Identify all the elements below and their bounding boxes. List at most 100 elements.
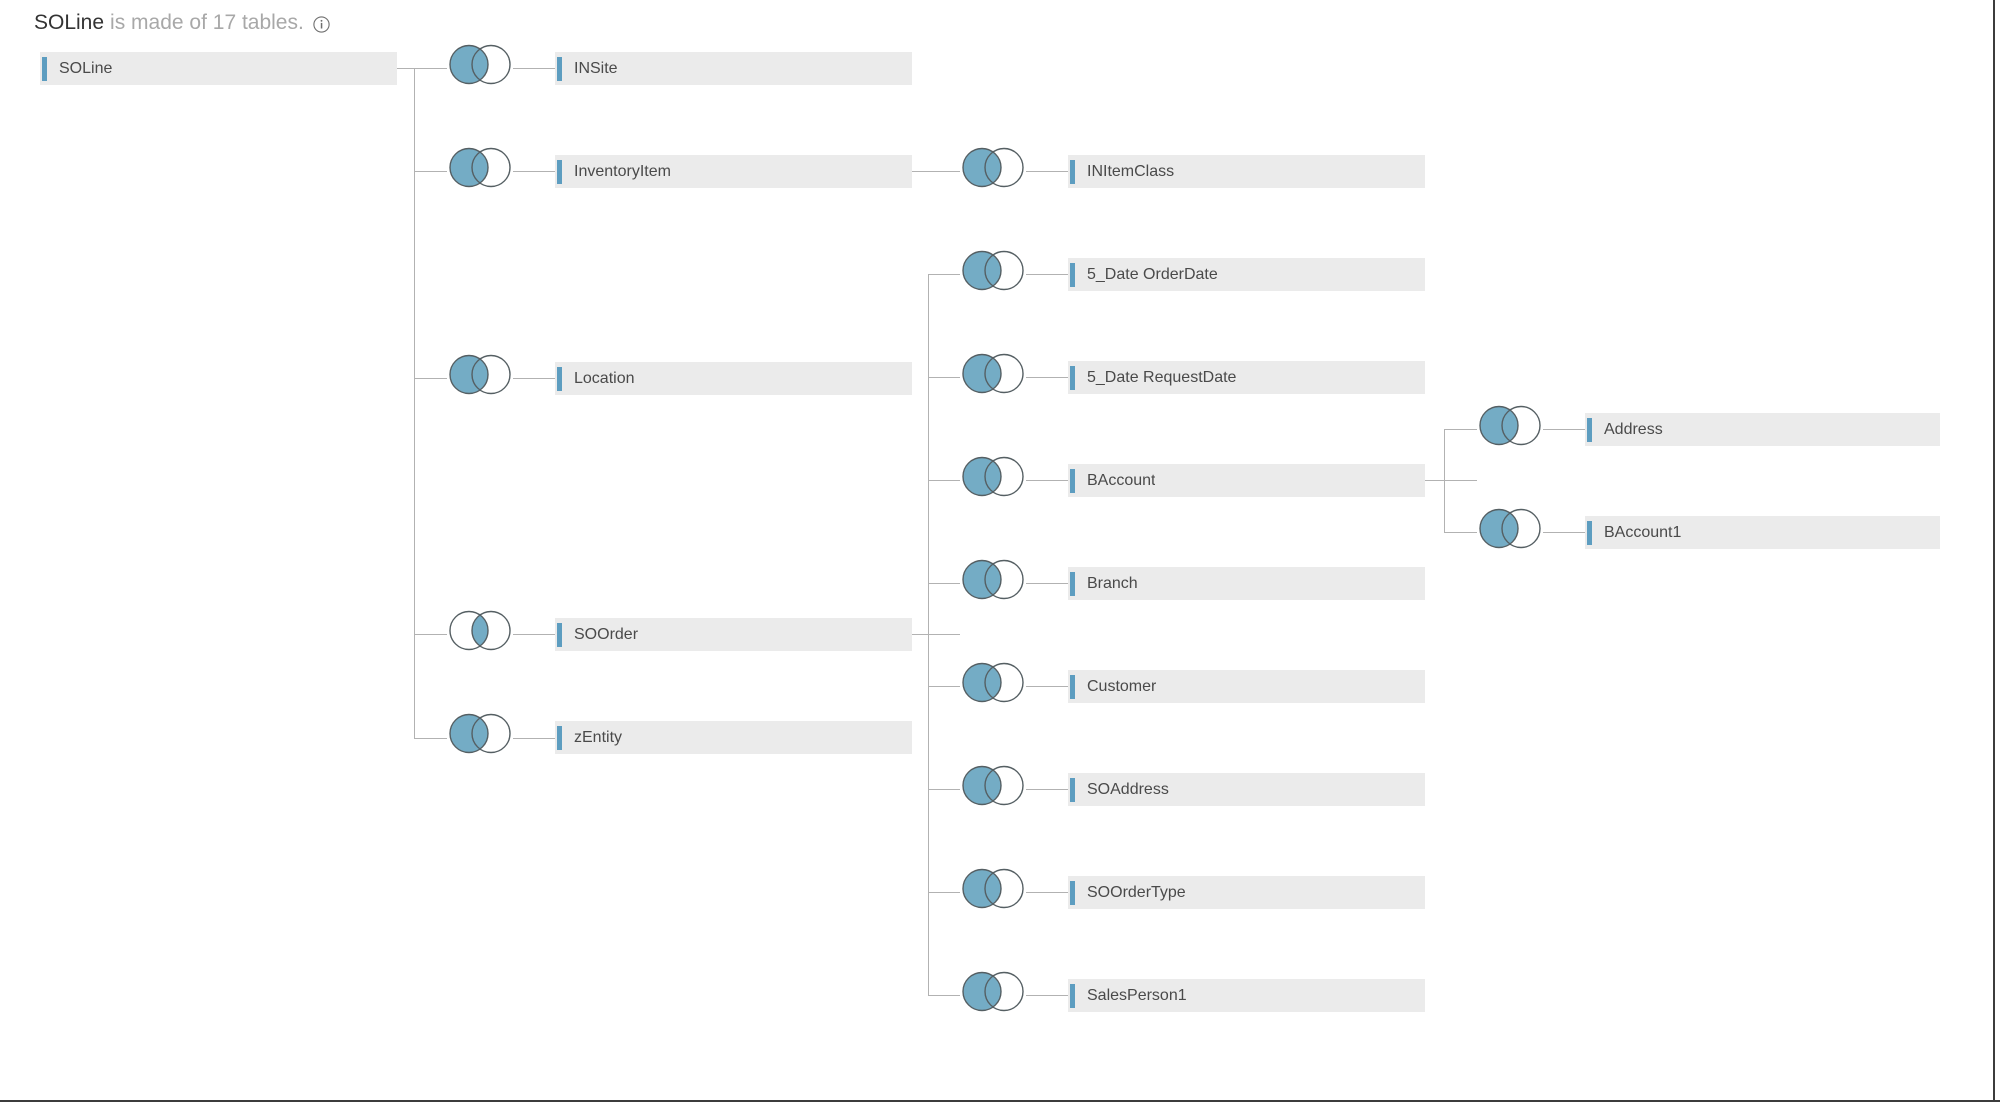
connector-trunk-middle xyxy=(928,274,929,996)
root-table-name: SOLine xyxy=(34,11,105,34)
connector-branch-zentity xyxy=(414,738,447,739)
connector-branch-inventoryitem xyxy=(414,171,447,172)
left-join-icon[interactable] xyxy=(447,41,513,88)
pill-accent-bar xyxy=(42,56,47,81)
table-node[interactable]: 5_Date OrderDate xyxy=(1068,258,1425,291)
connector-soorder-stub xyxy=(912,634,960,635)
table-node-label: SOAddress xyxy=(1087,780,1169,798)
left-join-icon[interactable] xyxy=(960,247,1026,294)
left-join-icon[interactable] xyxy=(960,556,1026,603)
left-join-icon[interactable] xyxy=(447,351,513,398)
connector-baccount-stub xyxy=(1425,480,1477,481)
pill-accent-bar xyxy=(557,366,562,391)
connector-branch-branch xyxy=(928,583,960,584)
table-node-label: zEntity xyxy=(574,728,623,746)
table-node-label: INItemClass xyxy=(1087,162,1175,180)
table-node[interactable]: INItemClass xyxy=(1068,155,1425,188)
left-join-icon[interactable] xyxy=(1477,402,1543,449)
left-join-icon[interactable] xyxy=(960,453,1026,500)
table-node[interactable]: BAccount1 xyxy=(1585,516,1940,549)
table-node[interactable]: zEntity xyxy=(555,721,912,754)
connector-branch-address xyxy=(1444,429,1477,430)
connector-link-baccount xyxy=(1026,480,1068,481)
left-join-icon[interactable] xyxy=(960,144,1026,191)
connector-trunk-right xyxy=(1444,429,1445,533)
table-node[interactable]: SOAddress xyxy=(1068,773,1425,806)
pill-accent-bar xyxy=(1587,520,1592,545)
pill-accent-bar xyxy=(1070,468,1075,493)
connector-link-branch xyxy=(1026,583,1068,584)
table-node[interactable]: 5_Date RequestDate xyxy=(1068,361,1425,394)
connector-branch-orderdate xyxy=(928,274,960,275)
table-node-label: SOLine xyxy=(59,59,113,77)
pill-accent-bar xyxy=(1587,417,1592,442)
table-node[interactable]: InventoryItem xyxy=(555,155,912,188)
connector-link-orderdate xyxy=(1026,274,1068,275)
connector-branch-salesperson1 xyxy=(928,995,960,996)
pill-accent-bar xyxy=(1070,777,1075,802)
table-node[interactable]: SOOrderType xyxy=(1068,876,1425,909)
pill-accent-bar xyxy=(557,725,562,750)
panel-right-border xyxy=(1993,0,1995,1102)
table-node-label: BAccount xyxy=(1087,471,1156,489)
connector-link-address xyxy=(1543,429,1585,430)
left-join-icon[interactable] xyxy=(447,710,513,757)
connector-branch-soorder xyxy=(414,634,447,635)
table-node[interactable]: Location xyxy=(555,362,912,395)
connector-link-customer xyxy=(1026,686,1068,687)
table-node[interactable]: SOOrder xyxy=(555,618,912,651)
connector-link-soordertype xyxy=(1026,892,1068,893)
table-node[interactable]: Customer xyxy=(1068,670,1425,703)
connector-link-baccount1 xyxy=(1543,532,1585,533)
pill-accent-bar xyxy=(1070,571,1075,596)
connector-link-insite xyxy=(513,68,555,69)
pill-accent-bar xyxy=(1070,674,1075,699)
table-node[interactable]: Address xyxy=(1585,413,1940,446)
table-node[interactable]: Branch xyxy=(1068,567,1425,600)
table-node-label: 5_Date OrderDate xyxy=(1087,265,1218,283)
left-join-icon[interactable] xyxy=(447,144,513,191)
table-node-label: Customer xyxy=(1087,677,1157,695)
table-node-label: SalesPerson1 xyxy=(1087,986,1187,1004)
connector-link-initemclass xyxy=(1026,171,1068,172)
table-node-label: InventoryItem xyxy=(574,162,671,180)
connector-inventoryitem-to-initemclass xyxy=(912,171,960,172)
pill-accent-bar xyxy=(1070,262,1075,287)
left-join-icon[interactable] xyxy=(960,968,1026,1015)
table-node[interactable]: SalesPerson1 xyxy=(1068,979,1425,1012)
left-join-icon[interactable] xyxy=(960,865,1026,912)
connector-link-salesperson1 xyxy=(1026,995,1068,996)
table-node[interactable]: INSite xyxy=(555,52,912,85)
table-node-label: 5_Date RequestDate xyxy=(1087,368,1237,386)
connector-branch-insite xyxy=(414,68,447,69)
connector-branch-baccount1 xyxy=(1444,532,1477,533)
connector-branch-baccount xyxy=(928,480,960,481)
connector-link-soorder xyxy=(513,634,555,635)
pill-accent-bar xyxy=(1070,365,1075,390)
table-node-label: BAccount1 xyxy=(1604,523,1682,541)
table-node-label: Branch xyxy=(1087,574,1138,592)
table-count-description: is made of 17 tables. xyxy=(110,11,304,34)
table-node-root[interactable]: SOLine xyxy=(40,52,397,85)
pill-accent-bar xyxy=(557,159,562,184)
left-join-icon[interactable] xyxy=(1477,505,1543,552)
table-node[interactable]: BAccount xyxy=(1068,464,1425,497)
table-node-label: SOOrderType xyxy=(1087,883,1186,901)
connector-link-inventoryitem xyxy=(513,171,555,172)
inner-join-icon[interactable] xyxy=(447,607,513,654)
connector-branch-soordertype xyxy=(928,892,960,893)
table-node-label: Address xyxy=(1604,420,1663,438)
left-join-icon[interactable] xyxy=(960,350,1026,397)
pill-accent-bar xyxy=(557,56,562,81)
pill-accent-bar xyxy=(557,622,562,647)
connector-trunk-left xyxy=(414,68,415,738)
connector-branch-soaddress xyxy=(928,789,960,790)
table-node-label: Location xyxy=(574,369,635,387)
page-title: SOLine is made of 17 tables. xyxy=(34,8,330,38)
connector-branch-customer xyxy=(928,686,960,687)
connector-link-soaddress xyxy=(1026,789,1068,790)
left-join-icon[interactable] xyxy=(960,762,1026,809)
info-icon[interactable] xyxy=(313,15,330,33)
left-join-icon[interactable] xyxy=(960,659,1026,706)
